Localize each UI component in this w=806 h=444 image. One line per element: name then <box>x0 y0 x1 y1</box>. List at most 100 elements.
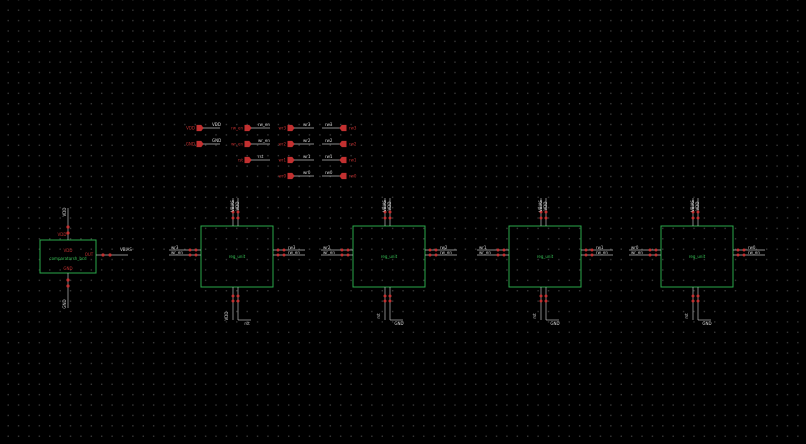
supply-pin-icon[interactable] <box>196 124 204 132</box>
pin-dot[interactable] <box>696 210 700 214</box>
pin-label: GND <box>63 266 72 271</box>
net-label: rw_en <box>288 250 300 255</box>
control-pin-icon[interactable] <box>244 124 252 132</box>
pin-dot[interactable] <box>434 253 438 257</box>
pin-dot[interactable] <box>428 248 432 252</box>
input-pin-icon[interactable] <box>287 124 295 132</box>
control-pin-icon[interactable] <box>244 140 252 148</box>
pin-dot[interactable] <box>654 248 658 252</box>
supply-pin-icon[interactable] <box>196 140 204 148</box>
pin-dot[interactable] <box>66 284 70 288</box>
pin-dot[interactable] <box>544 294 548 298</box>
pin-dot[interactable] <box>236 299 240 303</box>
reg-unit-body[interactable] <box>352 225 426 288</box>
net-label: wr_en <box>479 250 491 255</box>
pin-dot[interactable] <box>691 210 695 214</box>
pin-dot[interactable] <box>691 299 695 303</box>
pin-dot[interactable] <box>383 294 387 298</box>
pin-dot[interactable] <box>742 248 746 252</box>
pin-dot[interactable] <box>742 253 746 257</box>
pin-dot[interactable] <box>340 253 344 257</box>
pin-dot[interactable] <box>428 253 432 257</box>
pin-dot[interactable] <box>496 253 500 257</box>
pin-dot[interactable] <box>502 248 506 252</box>
pin-dot[interactable] <box>340 248 344 252</box>
pin-dot[interactable] <box>544 210 548 214</box>
pin-dot[interactable] <box>502 253 506 257</box>
pin-dot[interactable] <box>194 248 198 252</box>
pin-dot[interactable] <box>188 253 192 257</box>
pin-dot[interactable] <box>236 210 240 214</box>
pin-dot[interactable] <box>383 299 387 303</box>
pin-dot[interactable] <box>691 216 695 220</box>
output-pin-icon[interactable] <box>339 124 347 132</box>
pin-dot[interactable] <box>231 216 235 220</box>
pin-dot[interactable] <box>282 248 286 252</box>
pin-dot[interactable] <box>584 248 588 252</box>
pin-dot[interactable] <box>388 216 392 220</box>
pin-dot[interactable] <box>66 231 70 235</box>
pin-dot[interactable] <box>539 294 543 298</box>
pin-dot[interactable] <box>66 225 70 229</box>
pin-dot[interactable] <box>66 278 70 282</box>
pin-dot[interactable] <box>346 248 350 252</box>
reg-unit-body[interactable] <box>508 225 582 288</box>
pin-dot[interactable] <box>383 216 387 220</box>
reg-unit-body[interactable] <box>200 225 274 288</box>
pin-dot[interactable] <box>736 248 740 252</box>
pin-dot[interactable] <box>236 294 240 298</box>
pin-dot[interactable] <box>648 248 652 252</box>
output-pin-icon[interactable] <box>339 156 347 164</box>
pin-dot[interactable] <box>194 253 198 257</box>
pin-dot[interactable] <box>276 253 280 257</box>
pin-dot[interactable] <box>544 216 548 220</box>
input-pin-icon[interactable] <box>287 172 295 180</box>
pin-dot[interactable] <box>231 210 235 214</box>
pin-dot[interactable] <box>388 299 392 303</box>
pin-dot[interactable] <box>276 248 280 252</box>
pin-dot[interactable] <box>648 253 652 257</box>
pin-dot[interactable] <box>696 294 700 298</box>
reg-unit-body[interactable] <box>660 225 734 288</box>
pin-dot[interactable] <box>101 253 105 257</box>
input-pin-icon[interactable] <box>287 156 295 164</box>
pin-dot[interactable] <box>590 253 594 257</box>
pin-dot[interactable] <box>346 253 350 257</box>
pin-dot[interactable] <box>696 299 700 303</box>
output-pin-icon[interactable] <box>339 172 347 180</box>
pin-dot[interactable] <box>383 210 387 214</box>
pin-dot[interactable] <box>691 294 695 298</box>
pin-dot[interactable] <box>108 253 112 257</box>
pin-dot[interactable] <box>539 210 543 214</box>
pin-dot[interactable] <box>539 216 543 220</box>
pin-dot[interactable] <box>231 299 235 303</box>
input-pin-icon[interactable] <box>287 140 295 148</box>
pin-dot[interactable] <box>590 248 594 252</box>
pin-dot[interactable] <box>282 253 286 257</box>
pin-dot[interactable] <box>434 248 438 252</box>
pin-dot[interactable] <box>736 253 740 257</box>
net-label: rw2 <box>440 245 448 250</box>
pin-dot[interactable] <box>539 299 543 303</box>
control-pin-icon[interactable] <box>244 156 252 164</box>
pin-dot[interactable] <box>544 299 548 303</box>
pin-dot[interactable] <box>654 253 658 257</box>
net-label: wr_en <box>258 138 270 143</box>
pin-dot[interactable] <box>696 216 700 220</box>
pin-dot[interactable] <box>188 248 192 252</box>
net-label: rst <box>244 321 250 326</box>
pin-dot[interactable] <box>496 248 500 252</box>
output-pin-icon[interactable] <box>339 140 347 148</box>
pin-dot[interactable] <box>231 294 235 298</box>
pin-dot[interactable] <box>236 216 240 220</box>
pin-dot[interactable] <box>388 210 392 214</box>
pin-dot[interactable] <box>388 294 392 298</box>
pin-dot[interactable] <box>584 253 588 257</box>
